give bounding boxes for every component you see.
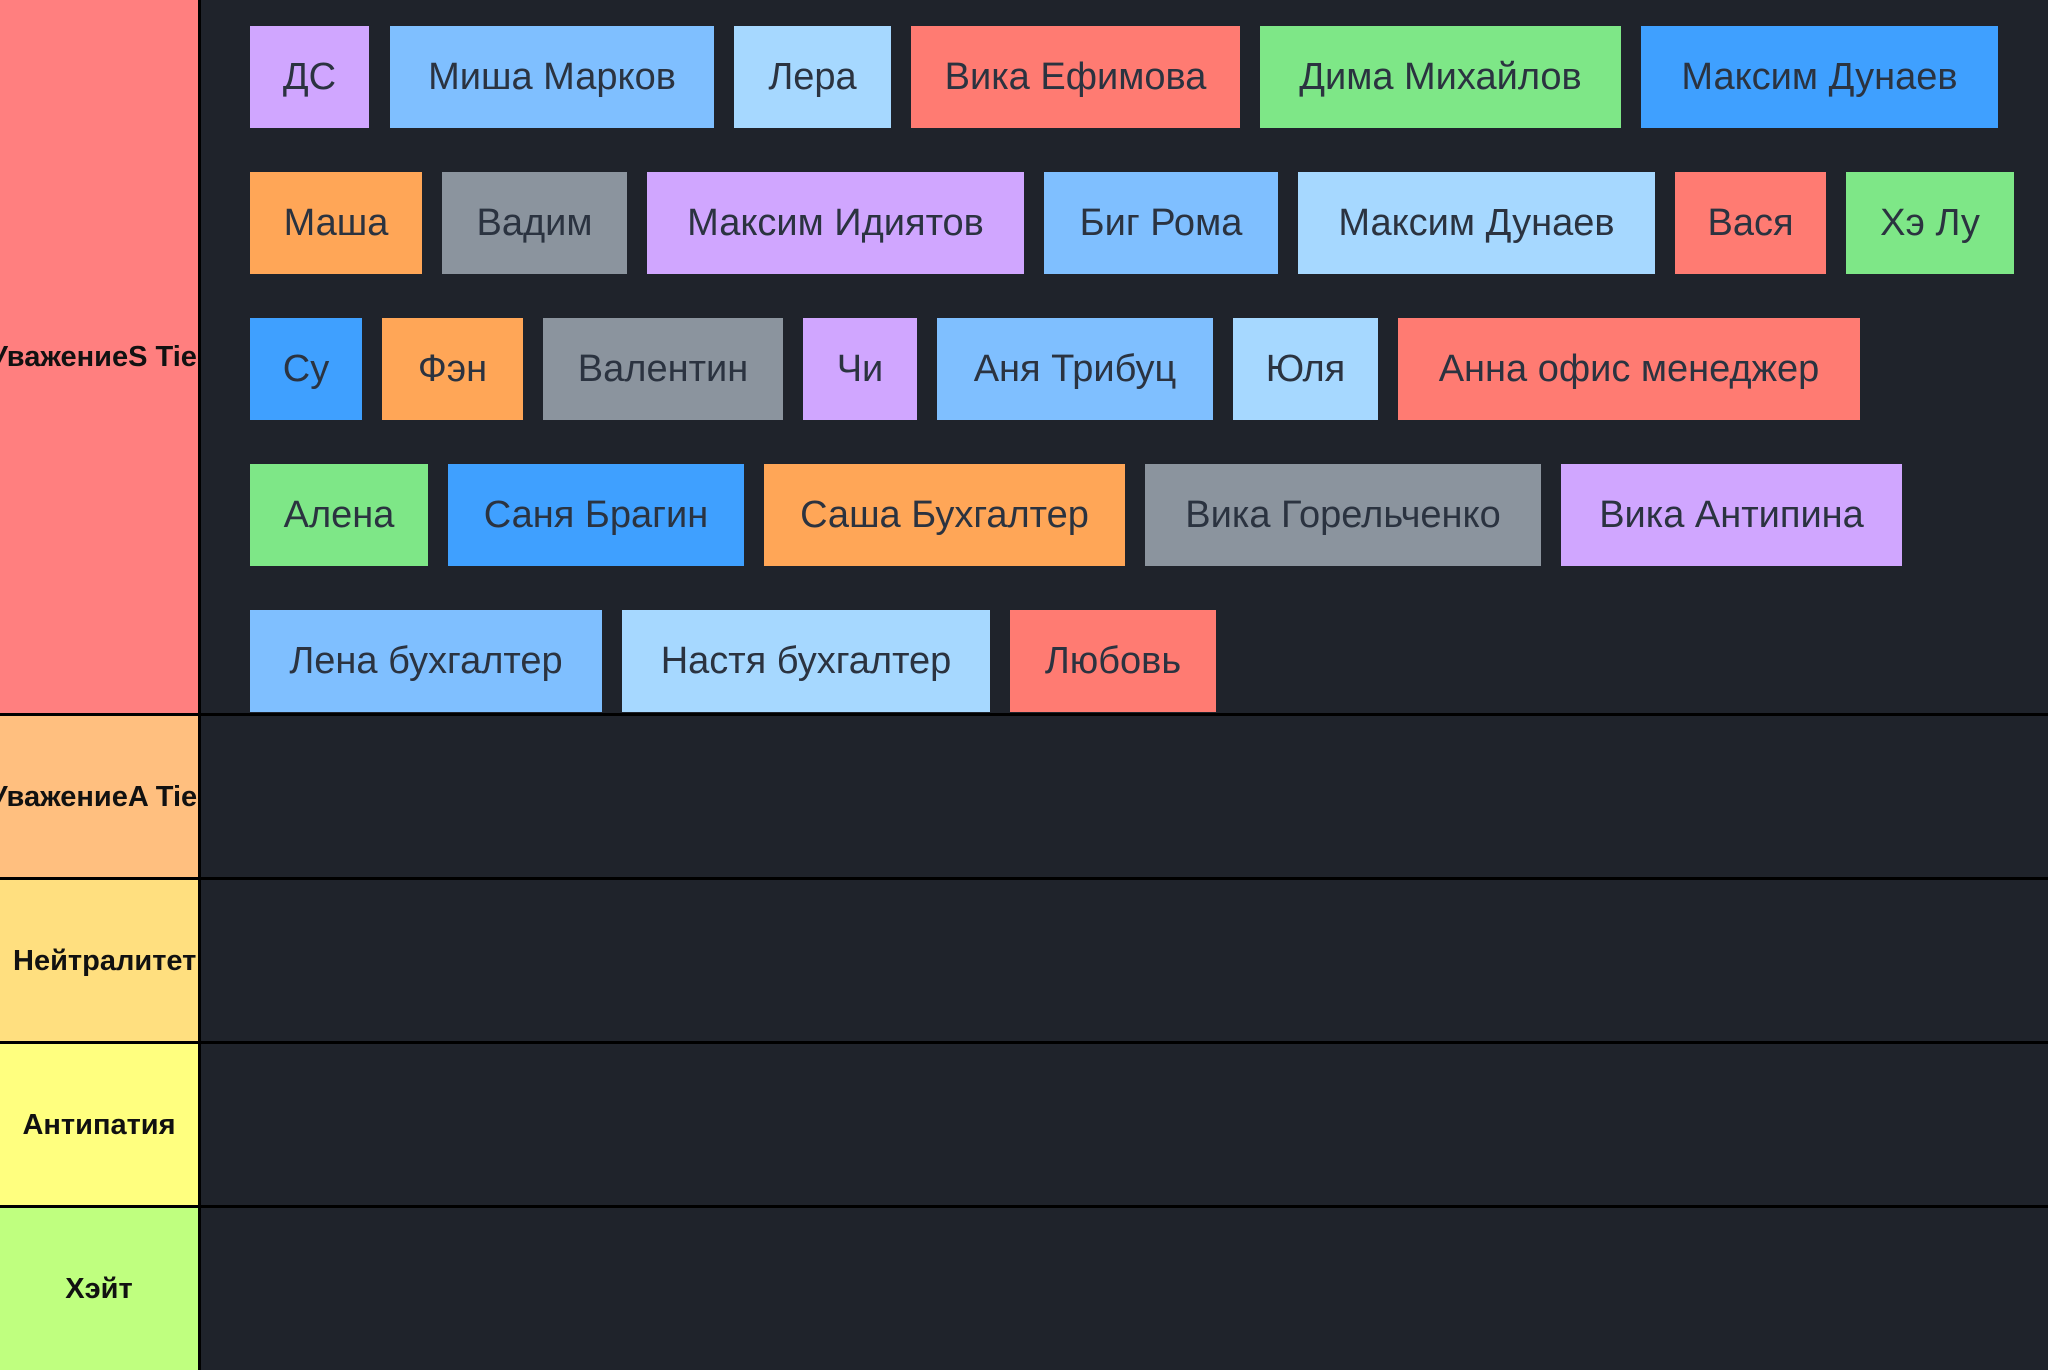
tier-row-antipathy: Антипатия <box>0 1044 2048 1205</box>
tier-item-label: Вика Горельченко <box>1185 493 1501 536</box>
tier-label-a[interactable]: Уважение A Tier <box>0 716 198 877</box>
tier-item-label: Фэн <box>417 347 488 390</box>
tier-label-a-line2: A Tier <box>127 780 198 813</box>
tier-item[interactable]: Хэ Лу <box>1846 172 2014 274</box>
tier-item-label: Анна офис менеджер <box>1438 347 1820 390</box>
tier-label-hate[interactable]: Хэйт <box>0 1208 198 1370</box>
tier-row-hate: Хэйт <box>0 1208 2048 1370</box>
tier-label-neutral-line1: Нейтралитет <box>13 944 197 977</box>
tier-item[interactable]: Биг Рома <box>1044 172 1278 274</box>
tier-item[interactable]: Аня Трибуц <box>937 318 1213 420</box>
tier-label-antipathy[interactable]: Антипатия <box>0 1044 198 1205</box>
tier-item[interactable]: Валентин <box>543 318 783 420</box>
tier-item[interactable]: Вика Горельченко <box>1145 464 1541 566</box>
tier-item-label: Аня Трибуц <box>973 347 1177 390</box>
tier-item-label: Максим Дунаев <box>1681 55 1958 98</box>
tier-item-label: Настя бухгалтер <box>660 639 952 682</box>
tier-item[interactable]: Саня Брагин <box>448 464 744 566</box>
tier-item[interactable]: Саша Бухгалтер <box>764 464 1125 566</box>
tier-item-label: Вика Ефимова <box>944 55 1207 98</box>
tier-item-label: Маша <box>283 201 389 244</box>
tier-drop-zone-s[interactable]: ДС Миша Марков Лера Вика Ефимова Дима Ми… <box>201 0 2048 713</box>
tier-item-label: Максим Дунаев <box>1338 201 1615 244</box>
tier-item-label: Хэ Лу <box>1880 201 1980 244</box>
tier-item-label: Чи <box>836 347 884 390</box>
tier-item[interactable]: Чи <box>803 318 917 420</box>
tier-item[interactable]: Максим Дунаев <box>1641 26 1998 128</box>
tier-row-a: Уважение A Tier <box>0 716 2048 877</box>
tier-label-antipathy-line1: Антипатия <box>22 1108 176 1141</box>
tier-item[interactable]: ДС <box>250 26 369 128</box>
tier-item[interactable]: Настя бухгалтер <box>622 610 990 712</box>
tier-item[interactable]: Алена <box>250 464 428 566</box>
tier-item[interactable]: Лена бухгалтер <box>250 610 602 712</box>
tier-label-s[interactable]: Уважение S Tier <box>0 0 198 713</box>
tier-item-label: Валентин <box>577 347 749 390</box>
tier-item-label: Юля <box>1265 347 1346 390</box>
tier-label-s-line1: Уважение <box>0 340 129 373</box>
tier-item[interactable]: Вася <box>1675 172 1826 274</box>
tier-drop-zone-antipathy[interactable] <box>201 1044 2048 1205</box>
tier-item-label: Биг Рома <box>1079 201 1243 244</box>
tier-item-label: Любовь <box>1044 639 1182 682</box>
tier-item[interactable]: Фэн <box>382 318 523 420</box>
tier-item[interactable]: Вика Антипина <box>1561 464 1902 566</box>
tier-item[interactable]: Миша Марков <box>390 26 714 128</box>
tier-label-a-line1: Уважение <box>0 780 128 813</box>
tier-item[interactable]: Вика Ефимова <box>911 26 1240 128</box>
tier-item[interactable]: Су <box>250 318 362 420</box>
tier-row-neutral: Нейтралитет <box>0 880 2048 1041</box>
tier-label-s-line2: S Tier <box>128 340 198 373</box>
tier-item-label: Саня Брагин <box>483 493 709 536</box>
tier-item[interactable]: Любовь <box>1010 610 1216 712</box>
tier-item-label: Максим Идиятов <box>687 201 984 244</box>
tier-item-label: Дима Михайлов <box>1299 55 1582 98</box>
tier-label-neutral[interactable]: Нейтралитет <box>0 880 198 1041</box>
tier-item-label: Вася <box>1707 201 1794 244</box>
tier-item-label: Вика Антипина <box>1599 493 1864 536</box>
tier-item-label: ДС <box>282 55 337 98</box>
tier-item-label: Саша Бухгалтер <box>800 493 1089 536</box>
tier-item-label: Лера <box>768 55 857 98</box>
tier-item[interactable]: Юля <box>1233 318 1378 420</box>
tier-item[interactable]: Вадим <box>442 172 627 274</box>
tier-item[interactable]: Дима Михайлов <box>1260 26 1621 128</box>
tier-row-s: Уважение S Tier ДС Миша Марков Лера Вика… <box>0 0 2048 713</box>
tier-item-label: Алена <box>283 493 395 536</box>
tier-item-label: Су <box>282 347 330 390</box>
tier-item-label: Миша Марков <box>428 55 676 98</box>
tier-item[interactable]: Максим Идиятов <box>647 172 1024 274</box>
tier-drop-zone-neutral[interactable] <box>201 880 2048 1041</box>
tier-drop-zone-hate[interactable] <box>201 1208 2048 1370</box>
tier-item[interactable]: Лера <box>734 26 891 128</box>
tier-item-label: Лена бухгалтер <box>289 639 563 682</box>
tier-drop-zone-a[interactable] <box>201 716 2048 877</box>
tier-item-label: Вадим <box>476 201 593 244</box>
tier-label-hate-line1: Хэйт <box>65 1273 133 1305</box>
tier-item[interactable]: Анна офис менеджер <box>1398 318 1860 420</box>
tier-item[interactable]: Максим Дунаев <box>1298 172 1655 274</box>
tier-item[interactable]: Маша <box>250 172 422 274</box>
